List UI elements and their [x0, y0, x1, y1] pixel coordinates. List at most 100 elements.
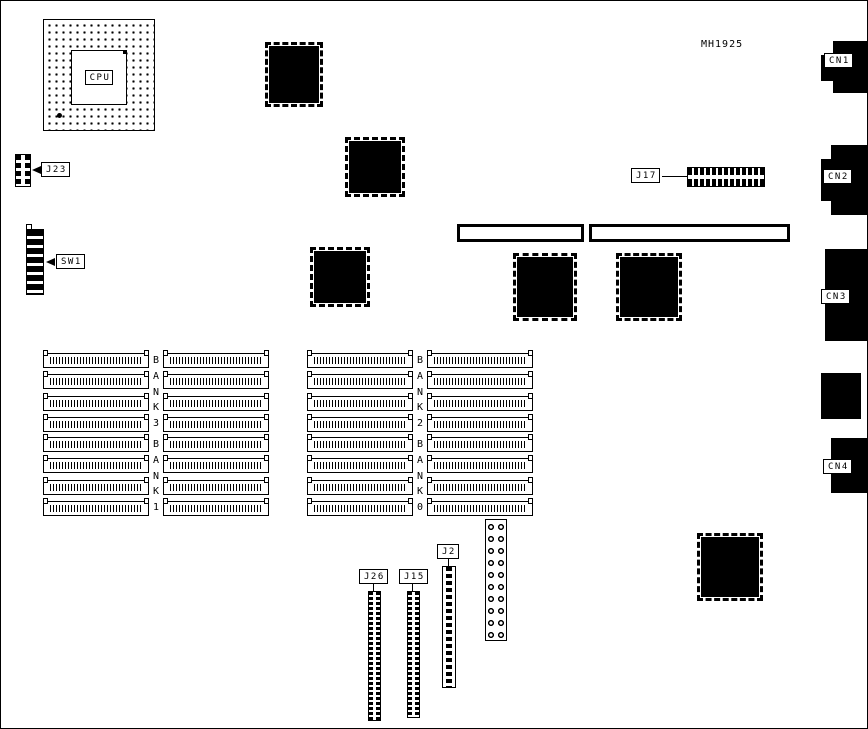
cn1-label: CN1	[824, 53, 853, 68]
socket-latch	[144, 350, 149, 356]
socket-latch	[264, 413, 269, 420]
socket-latch	[43, 434, 48, 440]
memory-bank-2: BANK2	[307, 350, 533, 432]
socket-latch	[43, 413, 48, 420]
socket-latch	[528, 371, 533, 378]
isa-slot-segment	[457, 224, 584, 242]
j15-leader-line	[412, 584, 413, 591]
simm-socket	[43, 350, 149, 368]
socket-latch	[307, 434, 312, 440]
socket-latch	[307, 392, 312, 399]
socket-latch	[408, 434, 413, 440]
simm-socket-column	[307, 350, 413, 432]
simm-socket	[43, 455, 149, 474]
simm-socket	[163, 434, 269, 452]
simm-socket	[427, 371, 533, 390]
part-number-text: MH1925	[701, 39, 744, 50]
socket-latch	[264, 350, 269, 356]
simm-socket	[427, 350, 533, 368]
j2-connector	[442, 566, 456, 688]
bank-label: BANK2	[416, 355, 424, 430]
cpu-socket-center: CPU	[71, 50, 127, 105]
j2-label: J2	[437, 544, 459, 559]
socket-latch	[163, 476, 168, 483]
j26-leader-line	[373, 584, 374, 591]
socket-latch	[307, 371, 312, 378]
socket-latch	[408, 350, 413, 356]
socket-latch	[264, 371, 269, 378]
socket-latch	[427, 350, 432, 356]
simm-socket-column	[427, 434, 533, 516]
socket-latch	[43, 350, 48, 356]
j2-leader-line	[448, 559, 449, 566]
j23-connector	[15, 154, 31, 187]
socket-latch	[408, 371, 413, 378]
socket-latch	[163, 413, 168, 420]
socket-latch	[307, 476, 312, 483]
socket-latch	[427, 413, 432, 420]
sw1-arrow	[46, 258, 55, 266]
j15-connector	[407, 591, 420, 718]
sw1-label: SW1	[56, 254, 85, 269]
socket-latch	[427, 476, 432, 483]
j15-label: J15	[399, 569, 428, 584]
socket-latch	[427, 371, 432, 378]
cn4-label: CN4	[823, 459, 852, 474]
simm-socket-column	[427, 350, 533, 432]
simm-socket	[307, 371, 413, 390]
socket-latch	[408, 476, 413, 483]
j17-leader-line	[662, 176, 687, 177]
socket-latch	[427, 392, 432, 399]
simm-socket	[307, 434, 413, 452]
memory-bank-1: BANK1	[43, 434, 269, 516]
socket-latch	[528, 455, 533, 462]
socket-latch	[144, 497, 149, 504]
simm-socket	[427, 497, 533, 516]
socket-latch	[307, 413, 312, 420]
simm-socket	[163, 392, 269, 411]
cpu-label: CPU	[84, 70, 114, 85]
sw1-tab	[26, 224, 32, 230]
socket-latch	[307, 455, 312, 462]
j23-arrow	[32, 166, 41, 174]
simm-socket	[163, 497, 269, 516]
ic-chip	[513, 253, 577, 321]
socket-latch	[408, 392, 413, 399]
simm-socket	[427, 476, 533, 495]
memory-bank-3: BANK3	[43, 350, 269, 432]
socket-latch	[528, 434, 533, 440]
simm-socket-column	[43, 350, 149, 432]
simm-socket	[43, 476, 149, 495]
socket-latch	[144, 413, 149, 420]
socket-latch	[528, 476, 533, 483]
socket-latch	[307, 497, 312, 504]
socket-latch	[144, 434, 149, 440]
ic-chip	[265, 42, 323, 107]
socket-latch	[144, 455, 149, 462]
simm-socket	[43, 371, 149, 390]
simm-socket	[163, 371, 269, 390]
socket-latch	[43, 455, 48, 462]
socket-latch	[264, 434, 269, 440]
simm-socket	[163, 413, 269, 432]
socket-latch	[427, 434, 432, 440]
simm-socket	[307, 392, 413, 411]
j26-connector	[368, 591, 381, 721]
sw1-dip-switch	[26, 224, 44, 295]
socket-latch	[163, 497, 168, 504]
socket-latch	[408, 413, 413, 420]
simm-socket	[43, 392, 149, 411]
ic-chip	[310, 247, 370, 307]
j17-connector	[687, 167, 765, 187]
simm-socket	[307, 455, 413, 474]
j26-label: J26	[359, 569, 388, 584]
socket-latch	[144, 371, 149, 378]
socket-latch	[43, 476, 48, 483]
socket-latch	[43, 371, 48, 378]
cn3-label: CN3	[821, 289, 850, 304]
simm-socket-column	[163, 350, 269, 432]
socket-latch	[43, 497, 48, 504]
ic-chip	[616, 253, 682, 321]
simm-socket	[427, 434, 533, 452]
